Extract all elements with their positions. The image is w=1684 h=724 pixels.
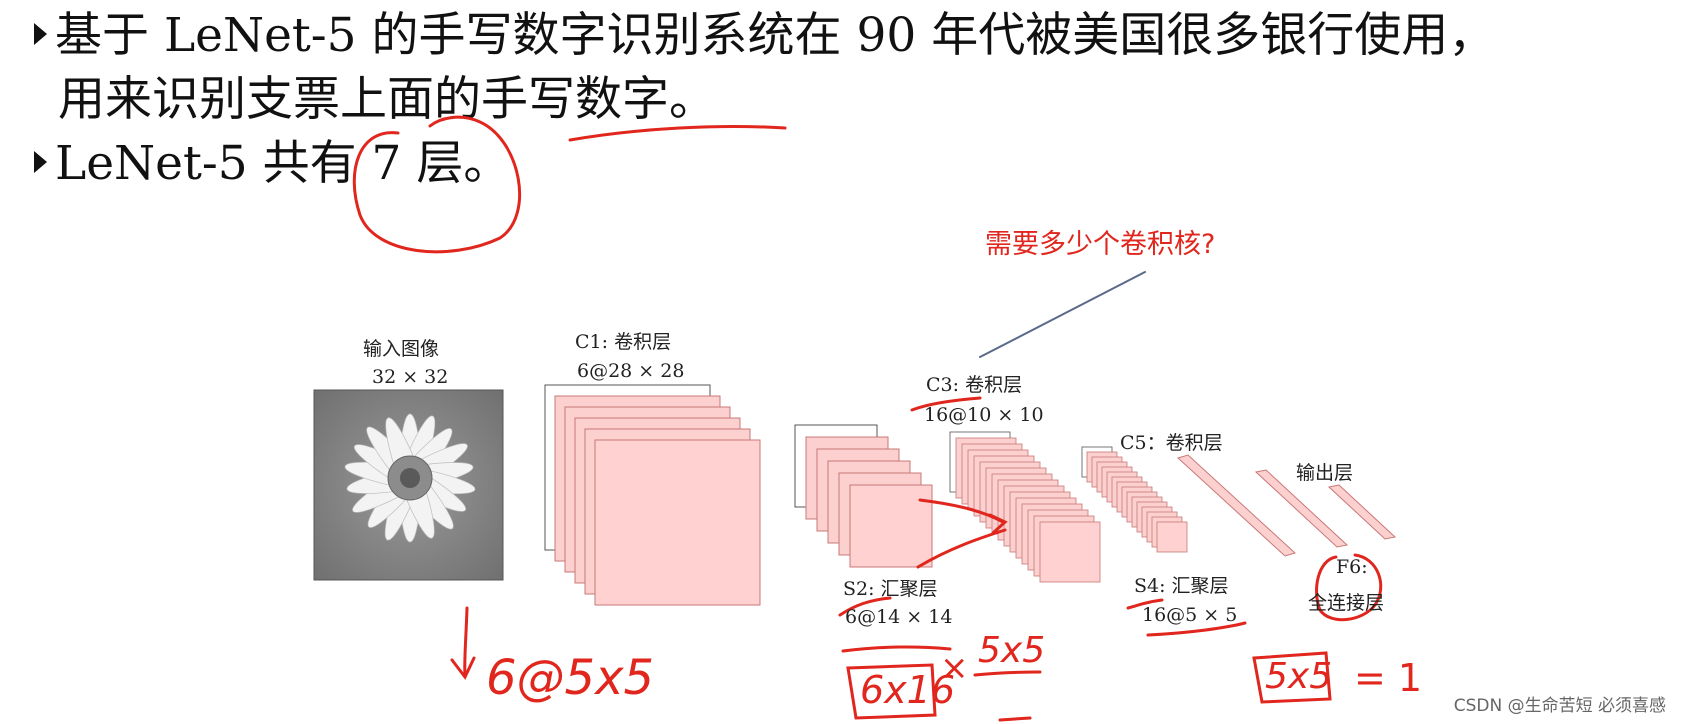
bullet-triangle-icon [34, 151, 47, 173]
flower-petals [344, 413, 476, 543]
underline-s4 [1126, 598, 1164, 610]
s2-kernel-times: × [940, 648, 969, 688]
underline-s2 [838, 596, 892, 617]
bullet-1: 基于 LeNet-5 的手写数字识别系统在 90 年代被美国很多银行使用， [34, 6, 1495, 66]
s4-kernel-box [1252, 651, 1332, 704]
s2-kernel-note-b: 5x5 [978, 630, 1046, 671]
bullet-2-text: LeNet-5 共有 7 层。 [55, 136, 511, 191]
s2-kernel-box [846, 663, 937, 720]
c5-title: C5：卷积层 [1120, 432, 1223, 454]
input-down-arrowhead [450, 656, 476, 680]
s2-feature-maps [794, 424, 933, 568]
c3-title: C3: 卷积层 [926, 374, 1023, 396]
c5-bar [1177, 454, 1296, 557]
question-pointer-line [979, 271, 1146, 358]
s2-5x5-underline [973, 670, 1042, 677]
s4-equals-note: = 1 [1354, 656, 1423, 700]
s4-kernel-note: 5x5 [1265, 656, 1333, 697]
f6-bar [1254, 469, 1349, 548]
bullet-1-line-2: 用来识别支票上面的手写数字。 [58, 72, 716, 127]
f6-title: F6: [1336, 556, 1368, 578]
circle-seven-layers [352, 115, 522, 254]
input-size: 32 × 32 [372, 366, 449, 388]
input-image [313, 389, 504, 581]
input-title: 输入图像 [363, 338, 440, 360]
s4-feature-maps [1081, 446, 1188, 553]
arrowhead-s2-c3 [988, 513, 1008, 535]
underline-c3 [910, 396, 982, 412]
mark-bottom [998, 716, 1032, 722]
c1-title: C1: 卷积层 [575, 331, 672, 353]
bullet-1-line-1: 基于 LeNet-5 的手写数字识别系统在 90 年代被美国很多银行使用， [55, 8, 1496, 63]
c1-size: 6@28 × 28 [577, 360, 685, 382]
s4-title: S4: 汇聚层 [1134, 575, 1229, 597]
s2-size: 6@14 × 14 [845, 606, 953, 628]
s2-title: S2: 汇聚层 [843, 578, 938, 600]
input-kernel-note: 6@5x5 [486, 650, 655, 706]
f6-subtitle: 全连接层 [1308, 592, 1385, 614]
c3-size: 16@10 × 10 [924, 404, 1044, 426]
c1-feature-maps [544, 384, 761, 606]
red-annotations [352, 115, 1383, 722]
bullet-triangle-icon [34, 23, 47, 45]
s4-size: 16@5 × 5 [1142, 604, 1238, 626]
arrow-s2-c3-lower [916, 528, 1007, 569]
watermark: CSDN @生命苦短 必须喜感 [1453, 696, 1666, 716]
kernel-question: 需要多少个卷积核? [985, 229, 1216, 260]
s2-kernel-note-a: 6x16 [860, 668, 956, 712]
circle-f6 [1315, 553, 1383, 622]
underline-s4-size [1146, 621, 1247, 637]
output-title: 输出层 [1296, 462, 1354, 484]
input-down-arrow [463, 606, 469, 678]
s2-kernel-underline [841, 645, 952, 653]
output-bar [1327, 484, 1397, 540]
bullet-2: LeNet-5 共有 7 层。 [34, 134, 510, 194]
underline-handwritten-digits [568, 125, 787, 142]
c3-feature-maps [949, 431, 1101, 583]
